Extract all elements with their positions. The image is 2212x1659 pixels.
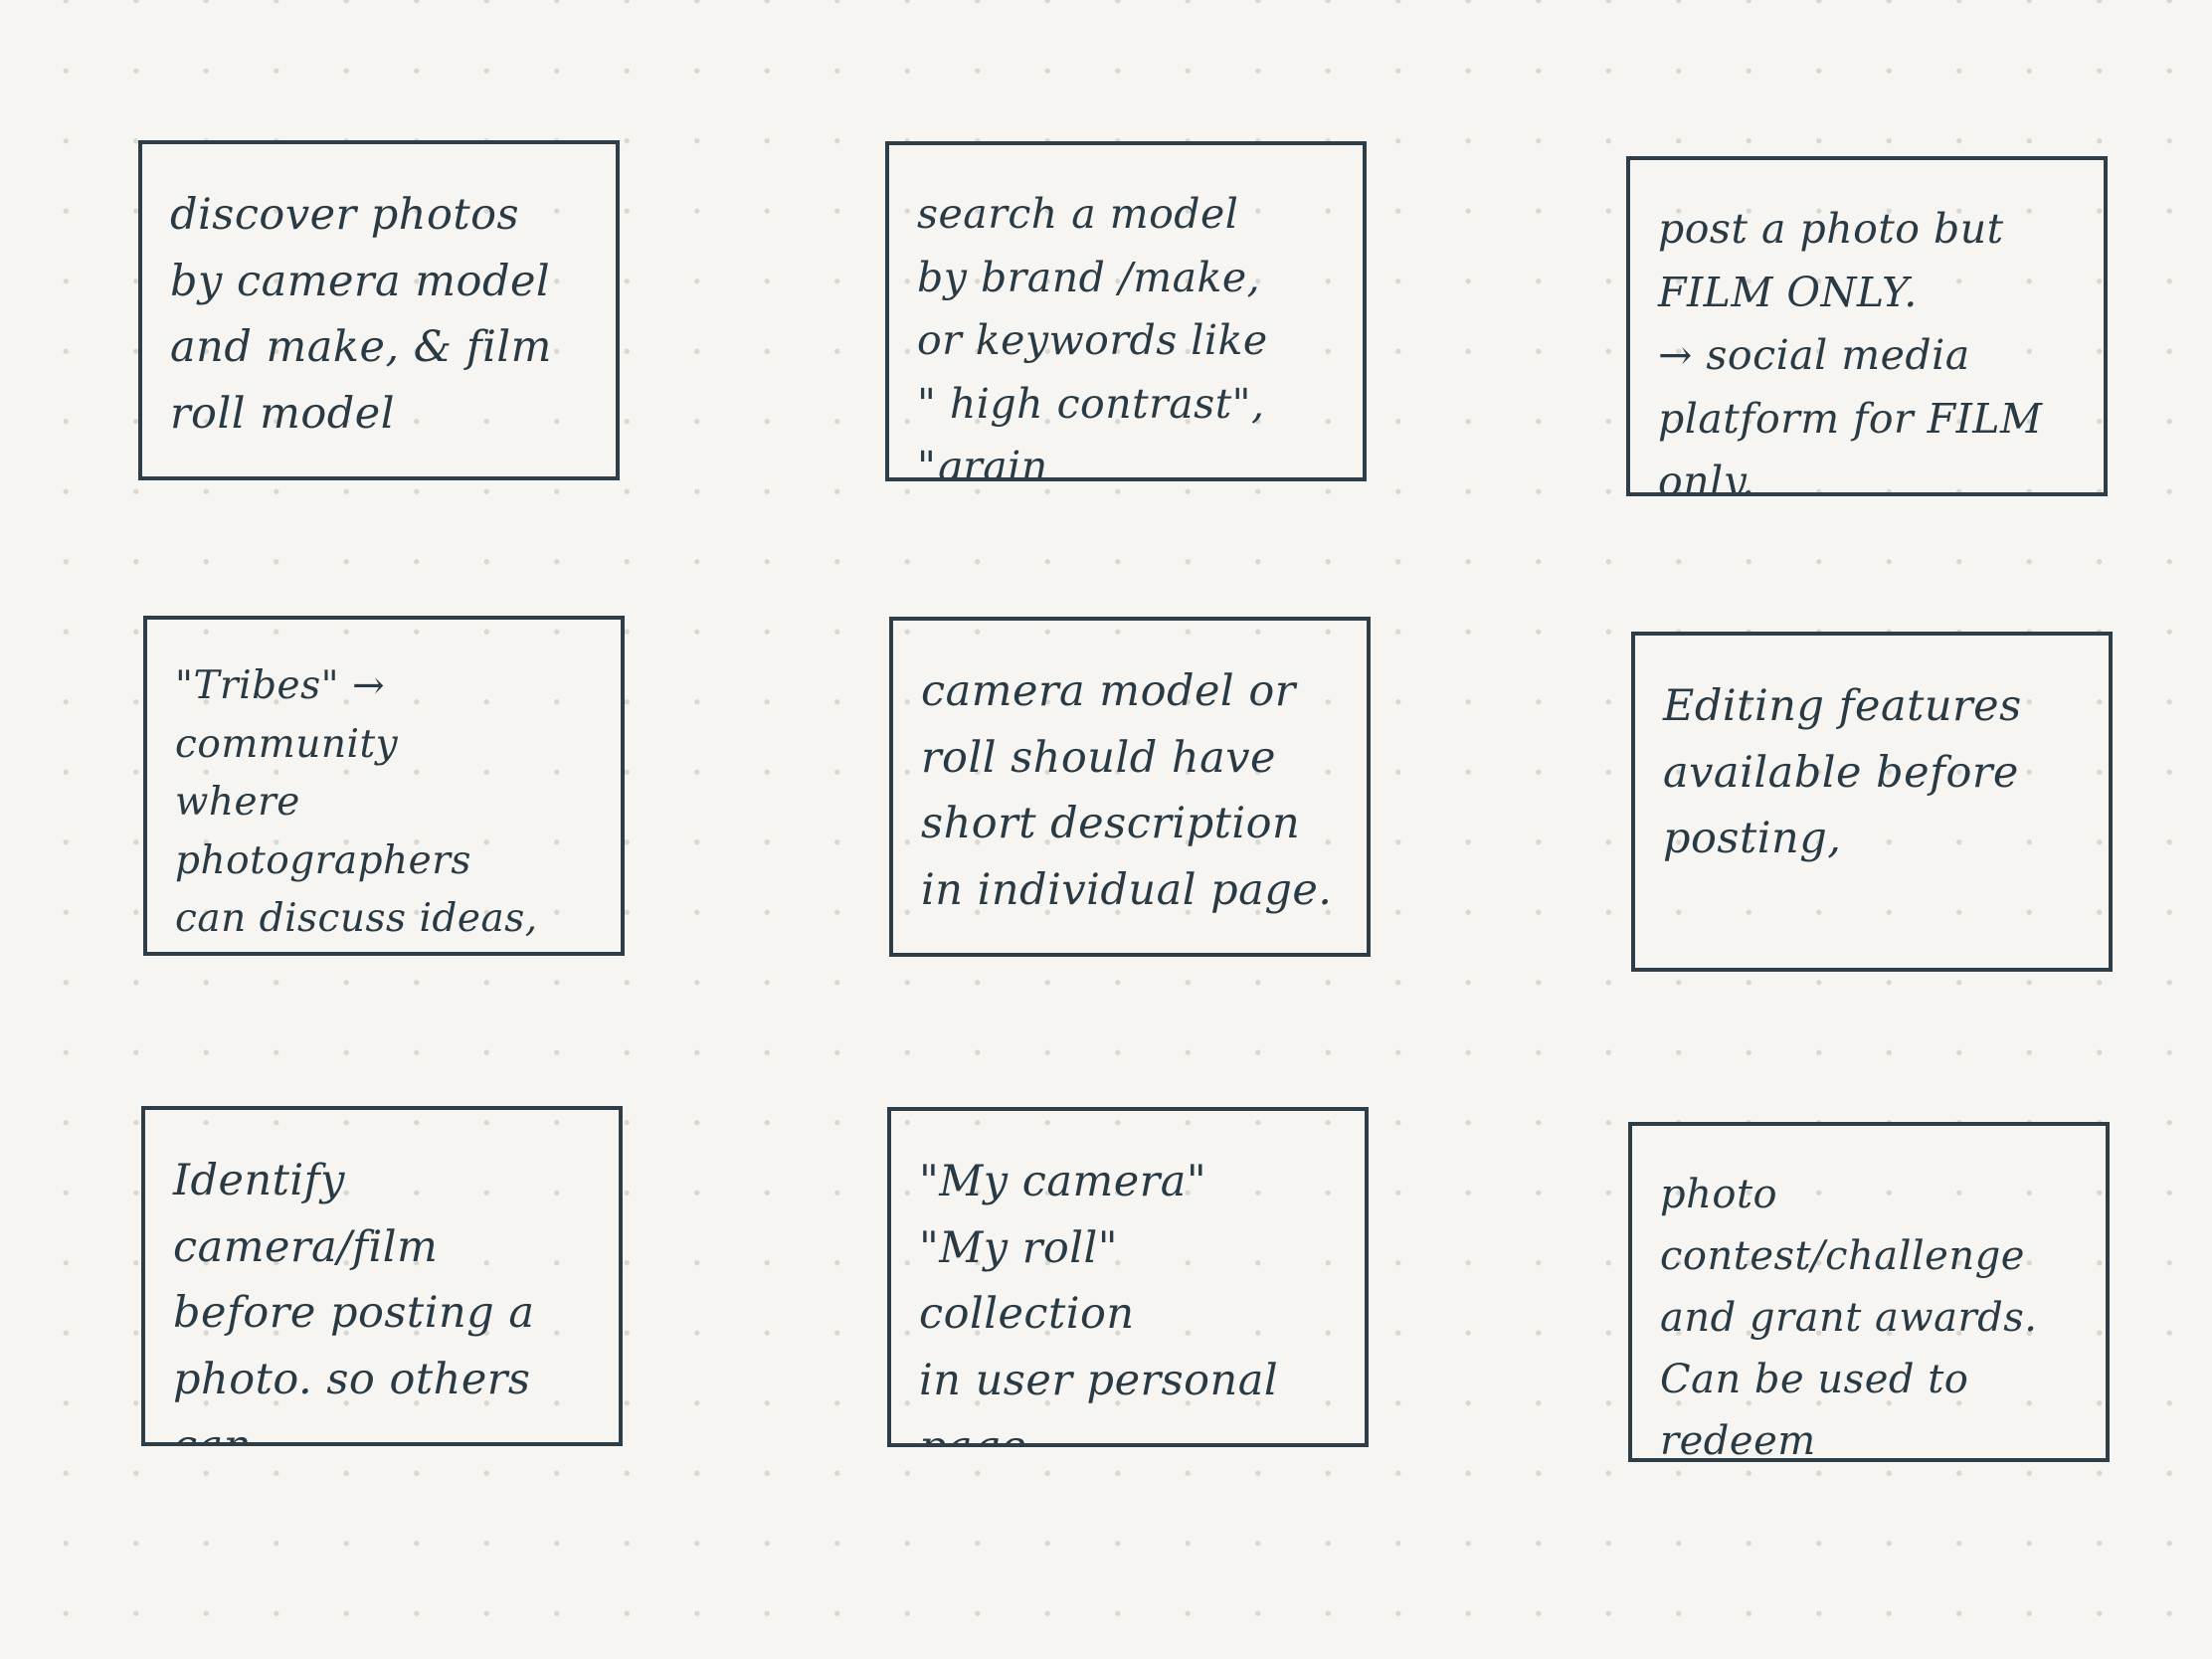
idea-card-identify-camera-film: Identify camera/film before posting a ph… bbox=[141, 1106, 623, 1446]
idea-card-text: camera model or roll should have short d… bbox=[921, 666, 1333, 915]
idea-card-discover-photos: discover photos by camera model and make… bbox=[138, 140, 620, 480]
idea-card-editing-features: Editing features available before postin… bbox=[1631, 632, 2113, 972]
idea-card-text: Editing features available before postin… bbox=[1663, 681, 2022, 864]
idea-card-search-model: search a model by brand /make, or keywor… bbox=[885, 141, 1367, 481]
idea-card-film-only-posting: post a photo but FILM ONLY. → social med… bbox=[1626, 156, 2108, 496]
idea-card-tribes-community: "Tribes" → community where photographers… bbox=[143, 616, 625, 956]
idea-card-text: "My camera" "My roll" collection in user… bbox=[919, 1157, 1279, 1447]
idea-card-text: "Tribes" → community where photographers… bbox=[175, 663, 538, 941]
idea-card-text: photo contest/challenge and grant awards… bbox=[1660, 1172, 2038, 1462]
idea-card-text: discover photos by camera model and make… bbox=[170, 190, 552, 439]
idea-card-photo-contest: photo contest/challenge and grant awards… bbox=[1628, 1122, 2110, 1462]
idea-card-text: search a model by brand /make, or keywor… bbox=[917, 190, 1268, 481]
idea-card-my-collection: "My camera" "My roll" collection in user… bbox=[887, 1107, 1369, 1447]
idea-card-short-description: camera model or roll should have short d… bbox=[889, 617, 1371, 957]
idea-card-text: post a photo but FILM ONLY. → social med… bbox=[1658, 205, 2043, 496]
idea-card-text: Identify camera/film before posting a ph… bbox=[173, 1156, 535, 1446]
